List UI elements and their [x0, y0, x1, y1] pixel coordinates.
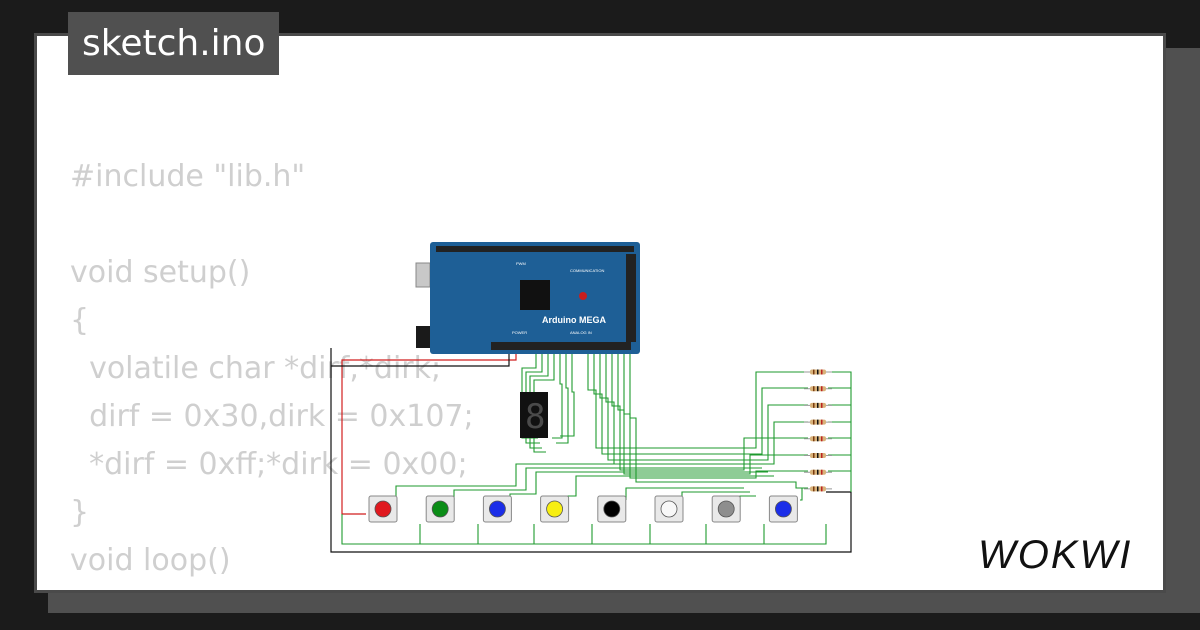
resistor	[804, 453, 832, 458]
push-button	[711, 495, 741, 523]
communication-label: COMMUNICATION	[570, 268, 604, 273]
resistor	[804, 386, 832, 392]
code-line: #include "lib.h"	[70, 159, 306, 194]
resistor	[804, 469, 832, 475]
resistor	[804, 436, 832, 442]
arduino-mega-board: Arduino MEGA PWM COMMUNICATION POWER ANA…	[415, 242, 640, 354]
code-line: dirf = 0x30,dirk = 0x107;	[70, 399, 474, 434]
ground-wire-loop	[330, 348, 852, 553]
push-button	[597, 495, 627, 523]
code-line: void setup()	[70, 255, 251, 290]
seven-segment-display: 8	[520, 392, 548, 438]
push-button	[654, 495, 684, 523]
resistor	[804, 419, 832, 425]
wokwi-logo: WOKWI	[978, 533, 1132, 576]
resistor	[804, 486, 832, 492]
code-line: void loop()	[70, 543, 231, 578]
code-preview: #include "lib.h" void setup() { volatile c…	[70, 153, 474, 590]
board-label: Arduino MEGA	[542, 315, 606, 325]
svg-text:8: 8	[525, 397, 545, 437]
code-line: volatile char *dirf,*dirk;	[70, 351, 442, 386]
wokwi-brand: WOKWI	[978, 533, 1132, 576]
power-label: POWER	[512, 330, 527, 335]
sketch-filename: sketch.ino	[68, 12, 280, 75]
resistor	[804, 402, 832, 408]
code-line: {	[70, 585, 474, 590]
push-button	[482, 495, 512, 523]
pwm-label: PWM	[516, 261, 526, 266]
circuit-diagram: Arduino MEGA PWM COMMUNICATION POWER ANA…	[330, 242, 852, 553]
code-line: {	[70, 303, 90, 338]
analog-in-label: ANALOG IN	[570, 330, 592, 335]
resistor	[804, 369, 832, 375]
push-button	[368, 495, 398, 523]
push-button	[768, 495, 798, 523]
code-line: }	[70, 495, 90, 530]
power-wire	[341, 348, 517, 515]
push-button	[540, 495, 570, 523]
code-line: *dirf = 0xff;*dirk = 0x00;	[70, 447, 468, 482]
push-button	[425, 495, 455, 523]
